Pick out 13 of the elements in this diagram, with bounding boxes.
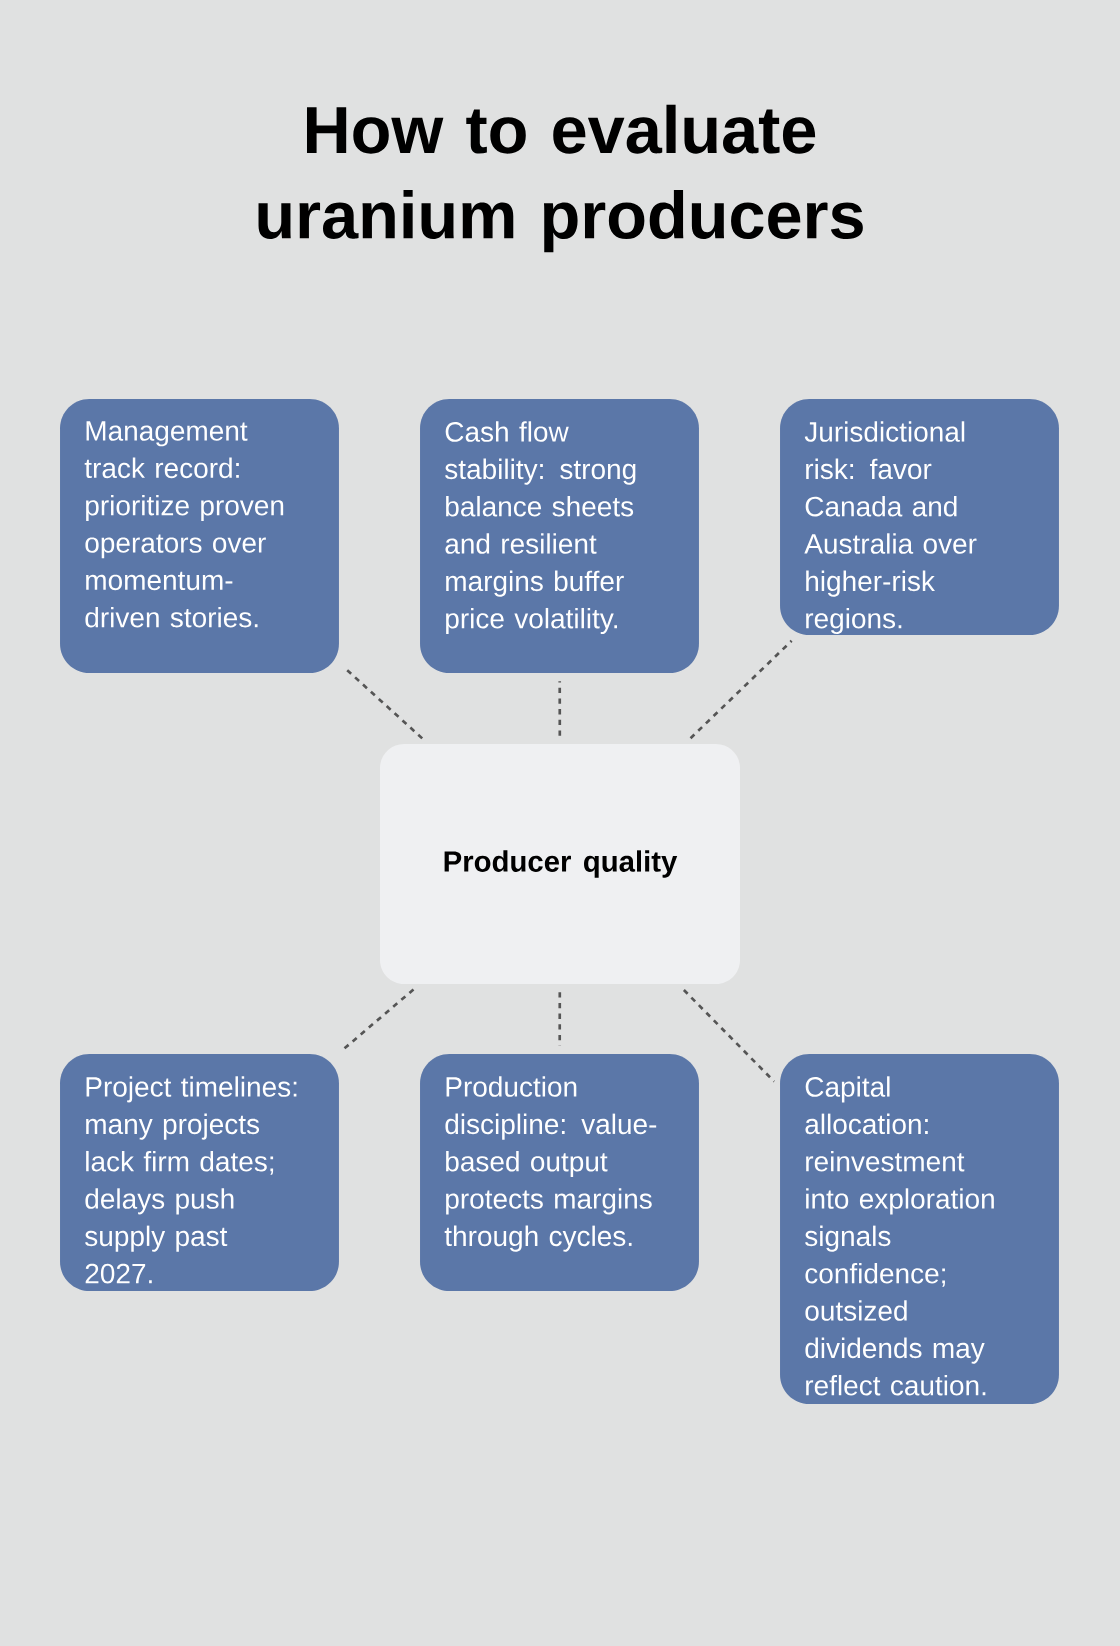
info-box: Production discipline: value-based output protects margins through cycles. — [420, 1054, 699, 1292]
connector-line — [682, 989, 776, 1083]
connector-line — [558, 681, 562, 736]
connector-line — [343, 988, 415, 1050]
title: How to evaluate uranium producers — [258, 104, 863, 253]
info-box: Jurisdictional risk: favor Canada and Australia over higher-risk regions. — [780, 399, 1059, 635]
connector-line — [689, 639, 793, 740]
center-box: Producer quality — [380, 744, 740, 984]
info-box: Management track record: prioritize proven operators over momentum-driven stories. — [60, 399, 339, 673]
info-box: Capital allocation: reinvestment into exploration signals confidence; outsized dividends may reflect caution. — [780, 1054, 1059, 1404]
info-box: Cash flow stability: strong balance sheets and resilient margins buffer price volatility. — [420, 399, 699, 673]
connector-line — [344, 667, 424, 740]
info-box: Project timelines: many projects lack firm dates; delays push supply past 2027. — [60, 1054, 339, 1292]
